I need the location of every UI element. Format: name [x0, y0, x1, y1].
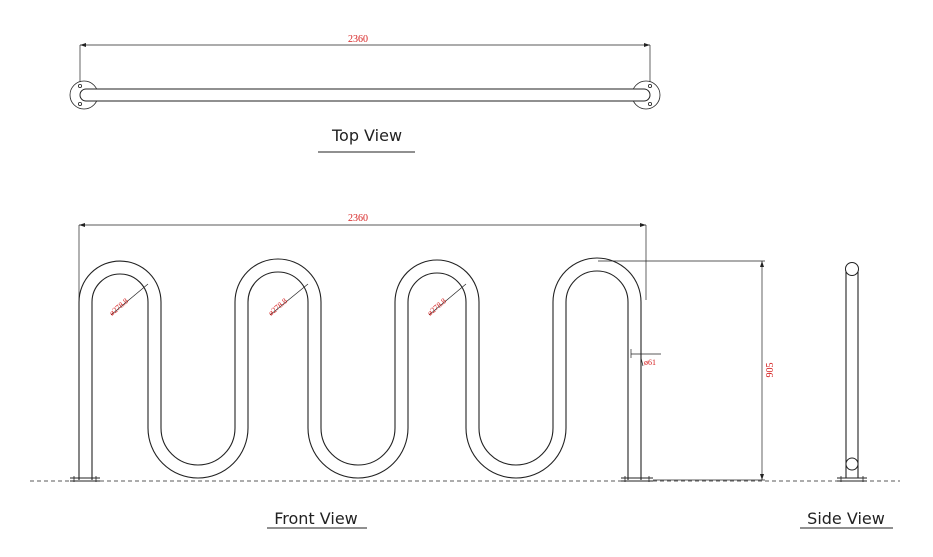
side-view-pipe-section — [845, 457, 859, 471]
pipe-diameter-label: ø61 — [644, 358, 656, 367]
front-view-base-plate-right — [621, 476, 653, 482]
top-view-arrow-left — [80, 43, 86, 47]
front-view-arrow-right — [640, 223, 646, 227]
rack-pipe-outer — [78, 257, 642, 480]
top-view-label: Top View — [331, 126, 402, 145]
front-view-label: Front View — [274, 509, 358, 528]
pipe-diameter-leader — [640, 357, 644, 367]
bend-radius-label: ø278.8 — [267, 296, 290, 317]
height-arrow-bottom — [760, 474, 764, 480]
top-view-arrow-right — [644, 43, 650, 47]
radius-leader — [110, 283, 149, 316]
radius-leader — [428, 283, 467, 316]
bolt-hole — [78, 84, 83, 89]
top-view-bar — [79, 88, 651, 102]
bend-radius-label: ø278.8 — [426, 296, 449, 317]
rack-pipe-inner — [91, 270, 629, 480]
front-view-base-plate-left — [70, 476, 100, 482]
side-view: Side View — [800, 262, 893, 529]
bend-radius-label: ø278.8 — [108, 296, 131, 317]
front-view-arrow-left — [79, 223, 85, 227]
radius-leader — [269, 283, 309, 316]
top-view-width-dimension: 2360 — [348, 34, 368, 45]
front-view-width-dimension: 2360 — [348, 213, 368, 224]
side-view-pipe-top — [845, 262, 859, 276]
height-dimension: 905 — [765, 363, 776, 378]
bolt-hole — [78, 102, 83, 107]
top-view: 2360 Top View — [69, 34, 661, 153]
bolt-hole — [648, 84, 653, 89]
height-arrow-top — [760, 261, 764, 267]
side-view-label: Side View — [807, 509, 885, 528]
front-view: 2360 ø278.8 ø278.8 ø278.8 ø61 — [30, 213, 900, 529]
side-view-base-plate — [837, 476, 867, 482]
bolt-hole — [648, 102, 653, 107]
